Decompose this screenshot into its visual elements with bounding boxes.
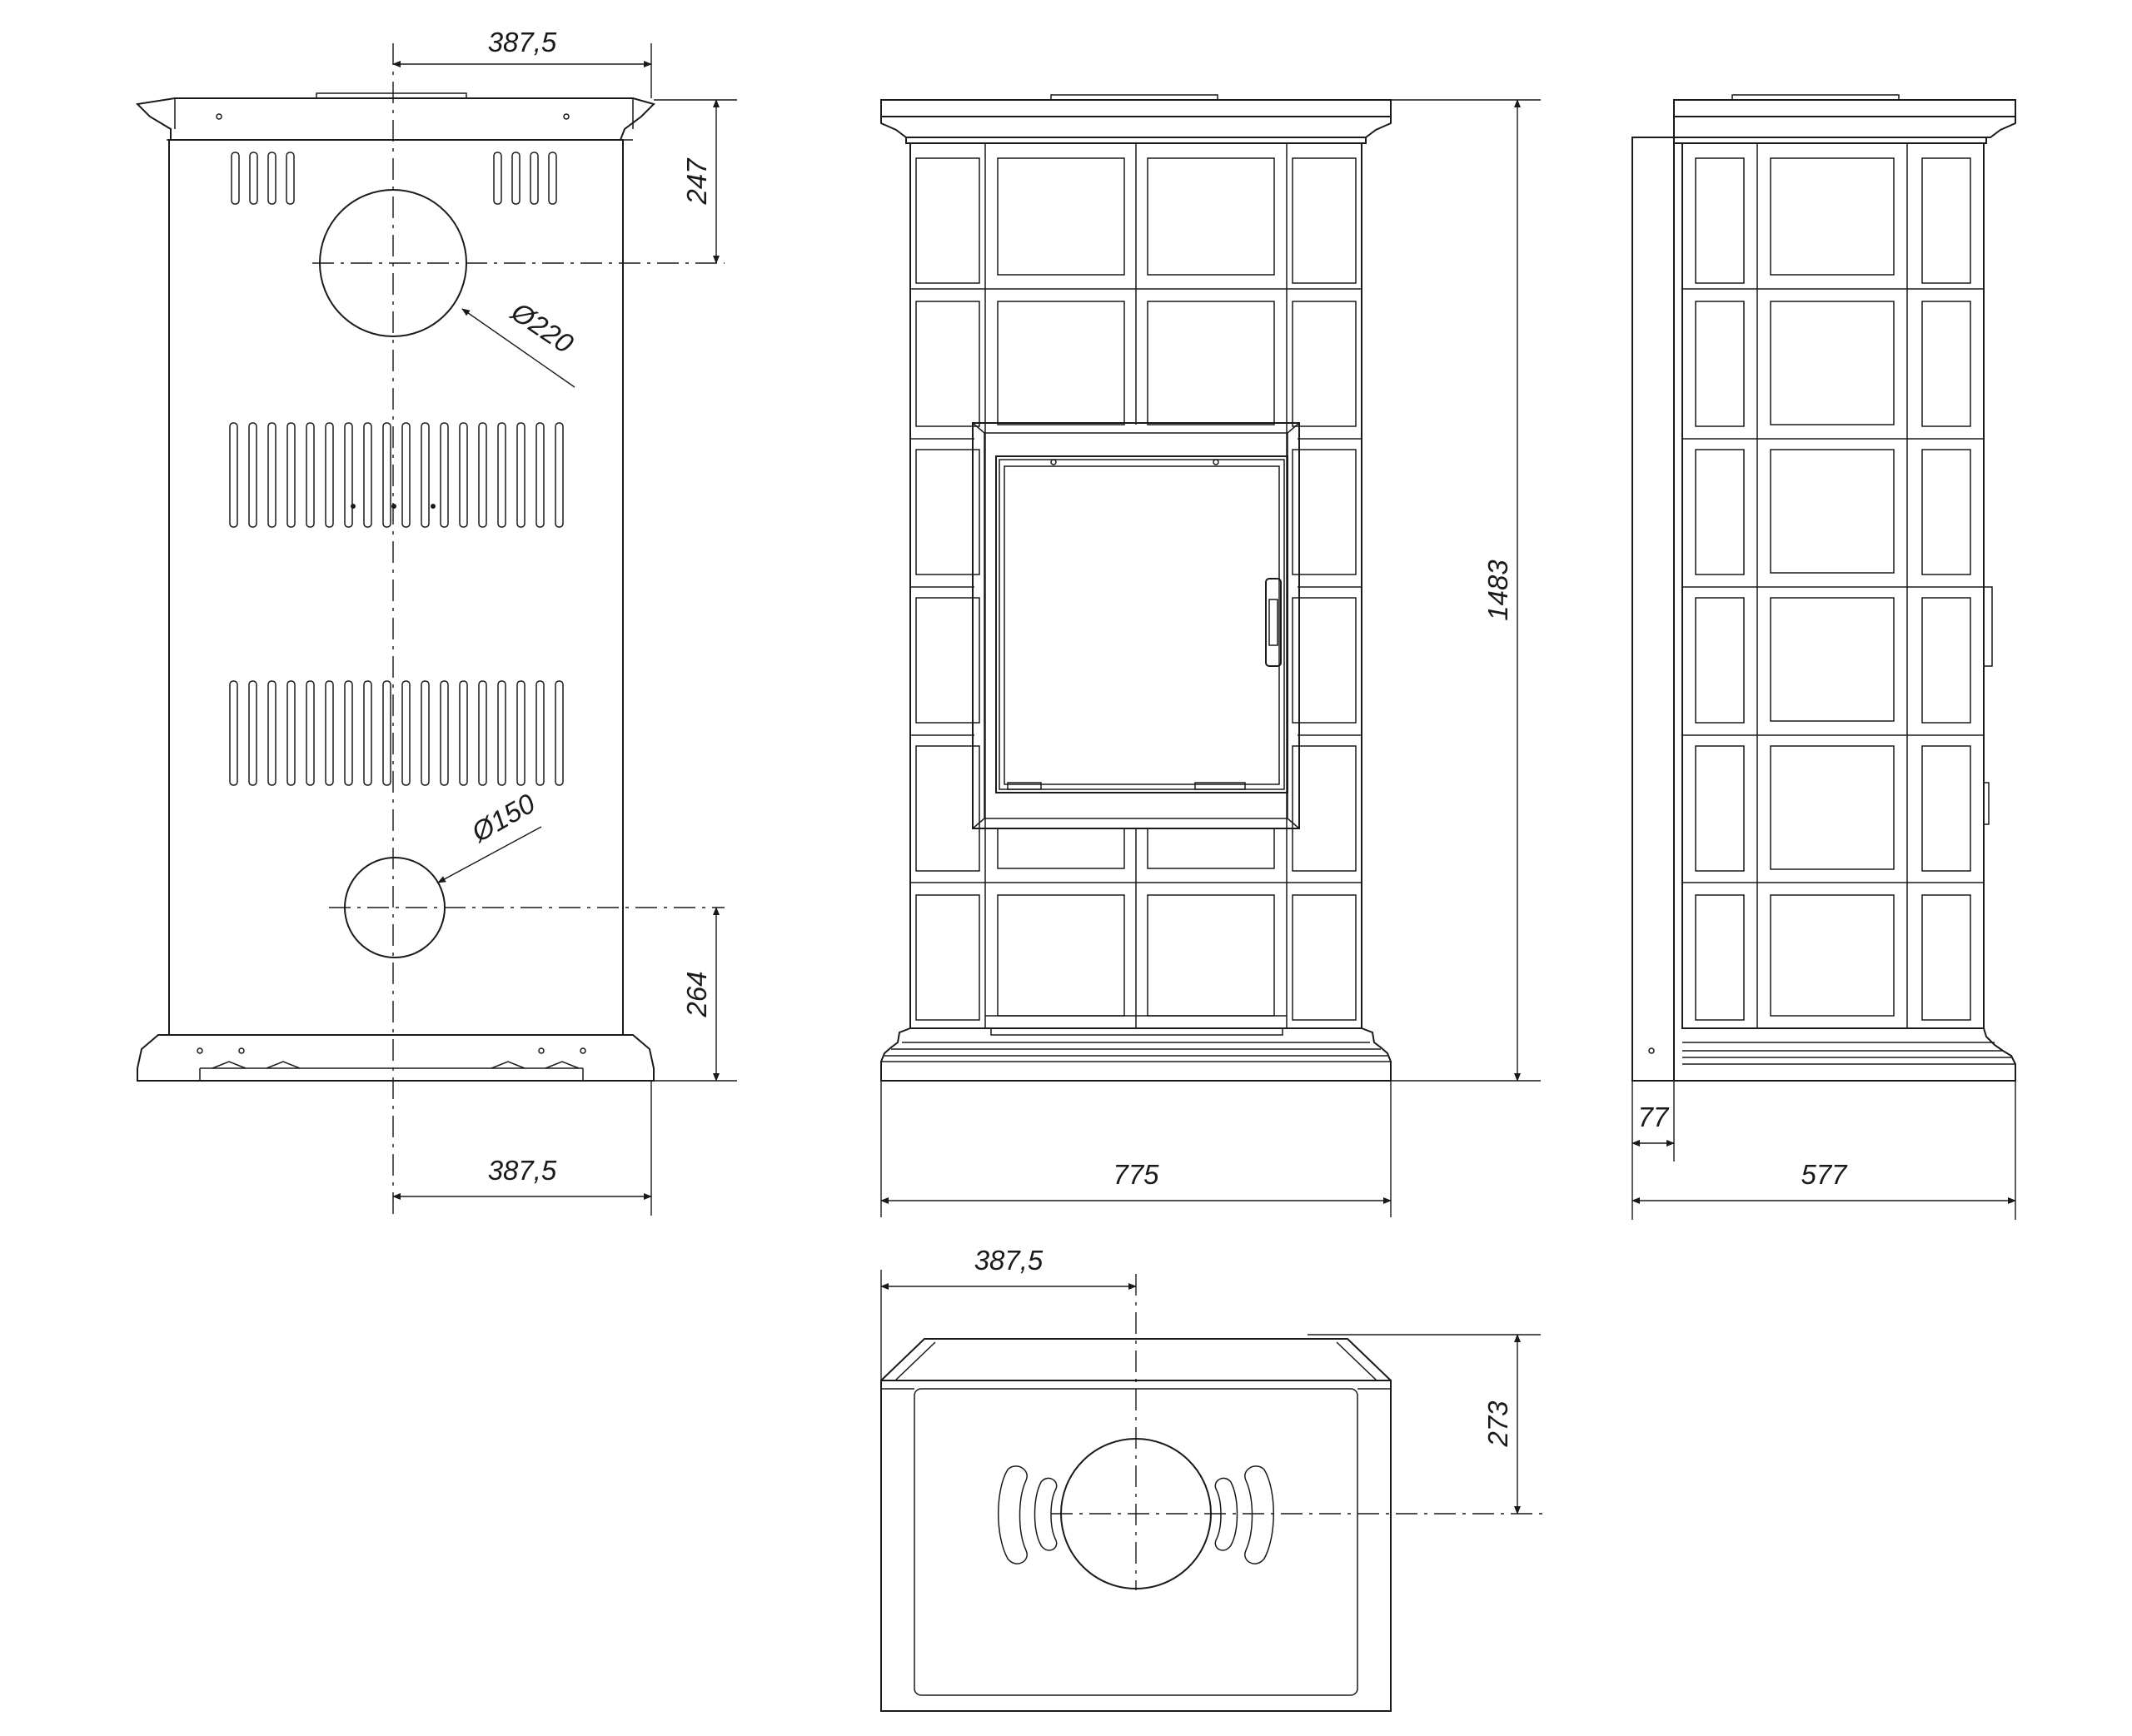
dim-front-total-height: 1483 xyxy=(1482,560,1513,621)
upper-vent-grille xyxy=(229,422,564,528)
top-view xyxy=(880,1274,1549,1712)
side-view xyxy=(1631,94,2016,1082)
dim-back-top-outlet-diameter: Ø220 xyxy=(506,296,580,360)
dim-top-outlet-depth: 273 xyxy=(1482,1400,1513,1448)
dim-front-total-width: 775 xyxy=(1113,1159,1159,1190)
front-dimensions: 1483 775 xyxy=(880,99,1541,1217)
top-vents-right xyxy=(493,152,557,205)
back-dimensions: 387,5 247 Ø220 Ø150 264 387,5 xyxy=(392,27,737,1216)
side-dimensions: 77 577 xyxy=(1631,1081,2016,1220)
dim-back-bottom-half-width: 387,5 xyxy=(488,1155,557,1186)
dim-back-top-outlet-height: 247 xyxy=(681,157,712,206)
dim-side-offset: 77 xyxy=(1638,1102,1670,1132)
lower-vent-grille xyxy=(229,680,564,786)
fire-door xyxy=(972,422,1300,829)
dim-back-top-half-width: 387,5 xyxy=(488,27,557,57)
top-dimensions: 387,5 273 xyxy=(880,1245,1541,1515)
door-handle xyxy=(1265,578,1282,667)
dim-side-depth: 577 xyxy=(1801,1159,1848,1190)
top-vents-left xyxy=(231,152,295,205)
dim-back-bottom-inlet-diameter: Ø150 xyxy=(466,788,540,848)
dim-back-bottom-inlet-height: 264 xyxy=(681,971,712,1017)
dim-top-half-width: 387,5 xyxy=(974,1245,1044,1276)
back-view xyxy=(135,43,725,1216)
front-view xyxy=(880,94,1392,1082)
